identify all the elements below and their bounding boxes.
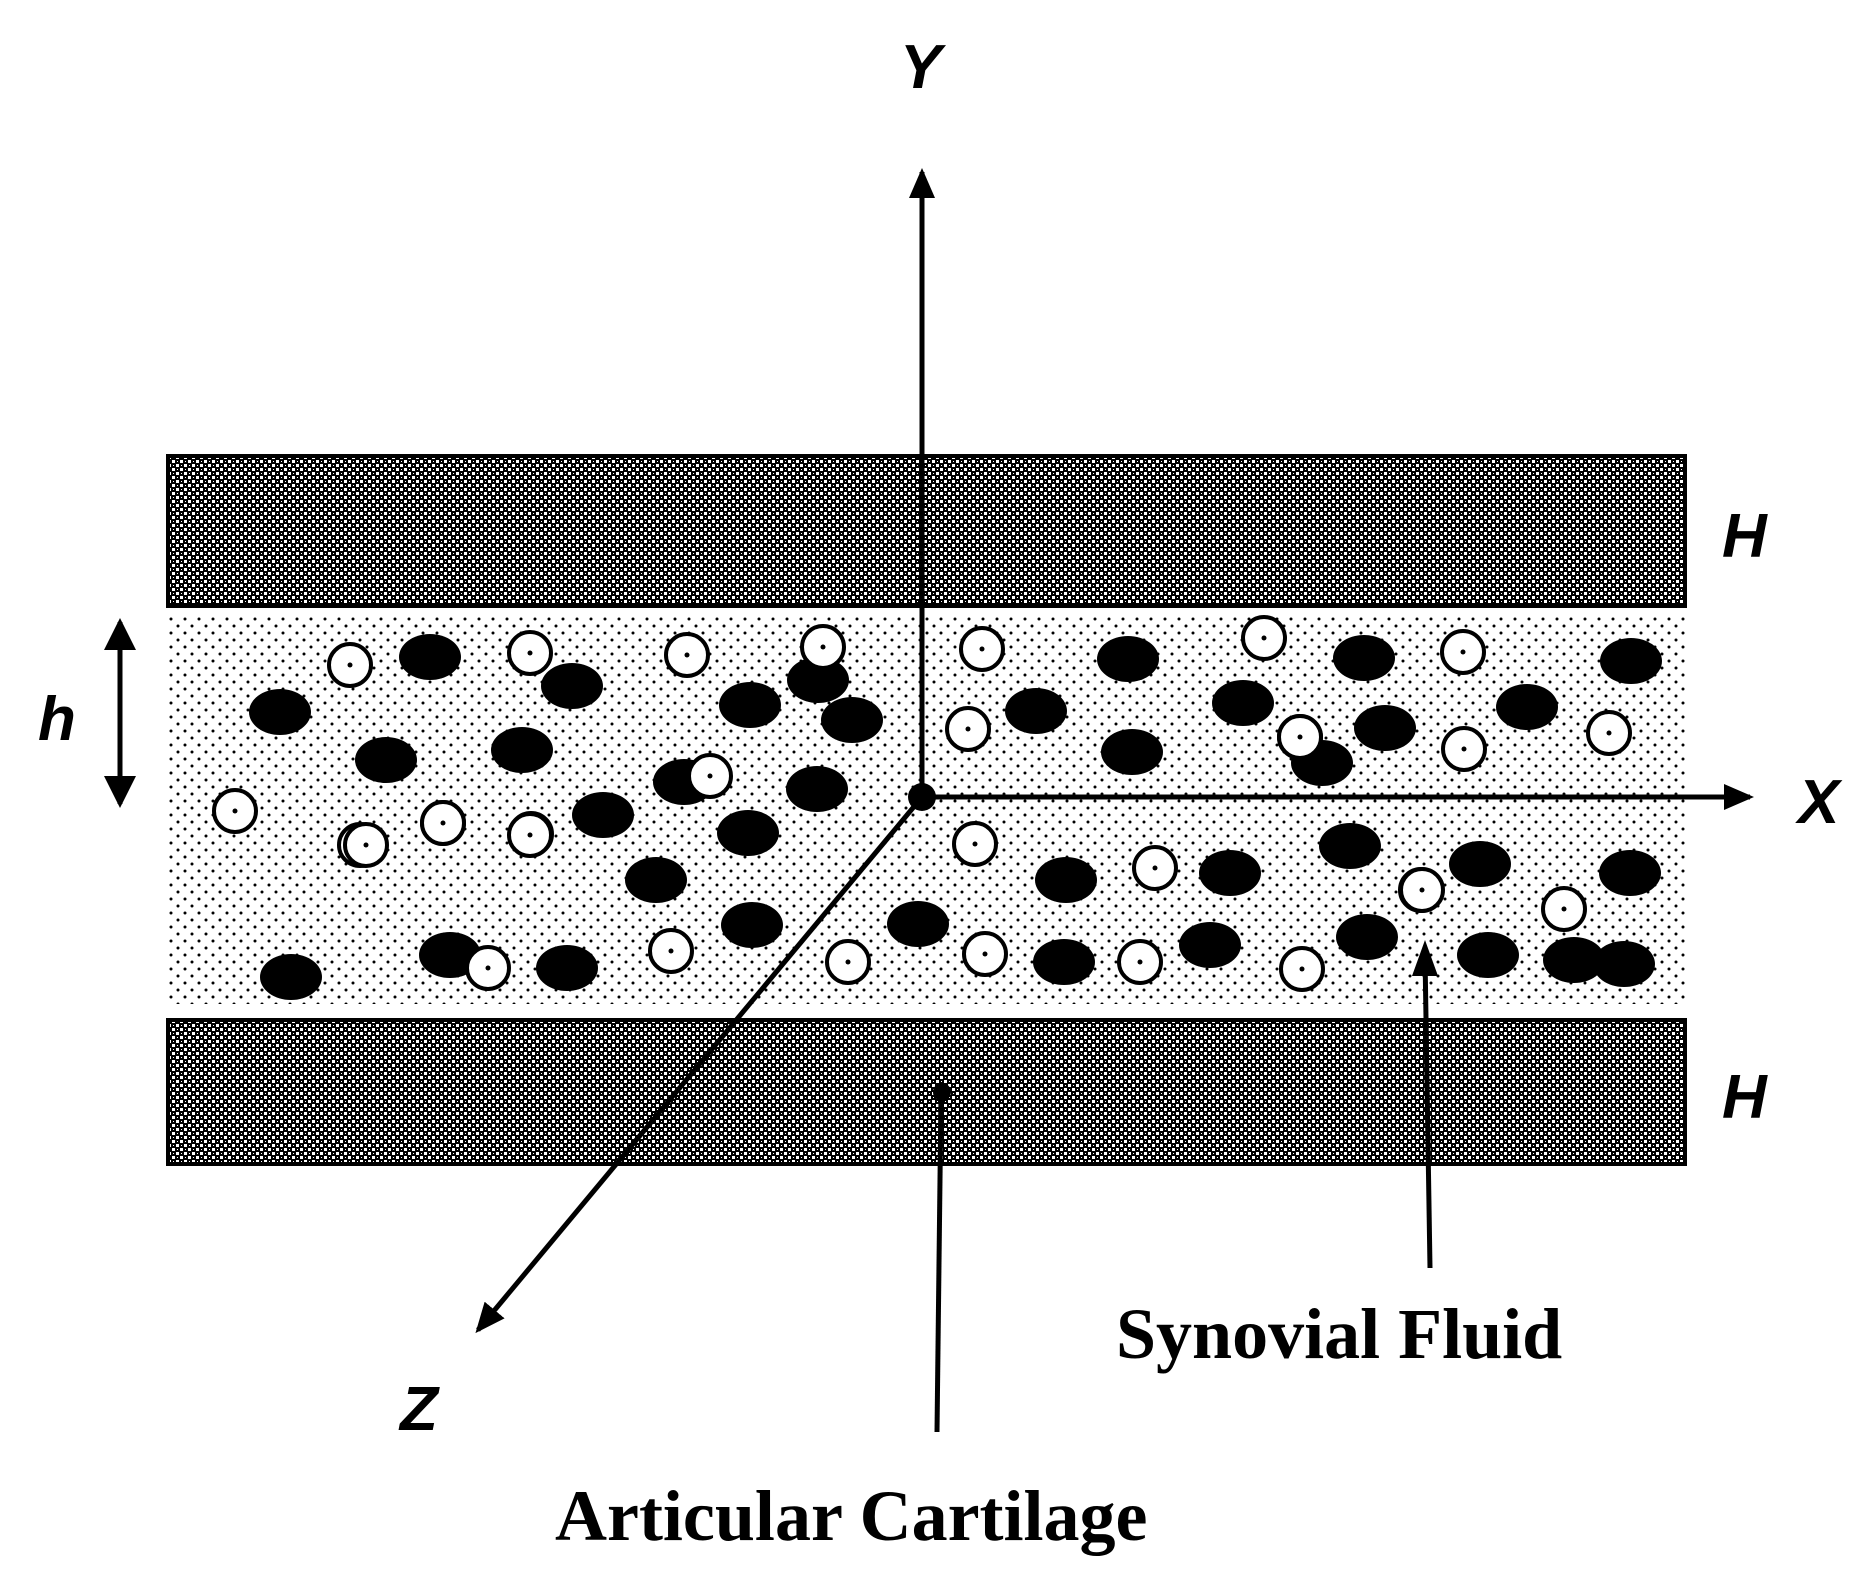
- filled-particle: [1319, 823, 1381, 869]
- filled-particle: [1457, 932, 1519, 978]
- filled-particle: [786, 766, 848, 812]
- hollow-particle-center-dot: [1419, 887, 1425, 893]
- filled-particle: [787, 657, 849, 703]
- hollow-particle-center-dot: [440, 820, 446, 826]
- bottom-cartilage-layer: [166, 1018, 1687, 1166]
- filled-particle: [1449, 841, 1511, 887]
- cartilage-pointer-dot: [933, 1083, 951, 1101]
- hollow-particle-center-dot: [527, 650, 533, 656]
- bottom-layer-label: H: [1722, 1063, 1768, 1132]
- filled-particle: [719, 682, 781, 728]
- z-axis-label: Z: [398, 1375, 440, 1444]
- hollow-particle-center-dot: [527, 832, 533, 838]
- fluid-pointer-arrow-head: [1412, 940, 1438, 976]
- hollow-particle-center-dot: [982, 951, 988, 957]
- filled-particle: [887, 901, 949, 947]
- hollow-particle-center-dot: [485, 965, 491, 971]
- filled-particle: [1033, 939, 1095, 985]
- filled-particle: [1496, 684, 1558, 730]
- filled-particle: [1179, 922, 1241, 968]
- hollow-particle-center-dot: [668, 948, 674, 954]
- hollow-particle-center-dot: [1152, 865, 1158, 871]
- hollow-particle-center-dot: [1261, 635, 1267, 641]
- filled-particle: [260, 954, 322, 1000]
- filled-particle: [249, 689, 311, 735]
- cartilage-pointer-line: [934, 1094, 944, 1433]
- origin-dot: [908, 783, 936, 811]
- particles-group: [212, 615, 1662, 1000]
- filled-particle: [572, 792, 634, 838]
- filled-particle: [1333, 635, 1395, 681]
- filled-particle: [1097, 636, 1159, 682]
- hollow-particle-center-dot: [972, 841, 978, 847]
- filled-particle: [1212, 680, 1274, 726]
- filled-particle: [491, 727, 553, 773]
- hollow-particle-center-dot: [232, 808, 238, 814]
- synovial-fluid-caption: Synovial Fluid: [1116, 1294, 1562, 1374]
- fluid-pointer-arrow: [1422, 955, 1433, 1269]
- filled-particle: [1101, 729, 1163, 775]
- hollow-particle-center-dot: [1137, 959, 1143, 965]
- filled-particle: [355, 737, 417, 783]
- hollow-particle-center-dot: [1561, 906, 1567, 912]
- articular-cartilage-caption: Articular Cartilage: [555, 1476, 1148, 1556]
- hollow-particle-center-dot: [707, 773, 713, 779]
- filled-particle: [821, 697, 883, 743]
- filled-particle: [1035, 857, 1097, 903]
- hollow-particle-center-dot: [347, 662, 353, 668]
- hollow-particle-center-dot: [1606, 730, 1612, 736]
- h-arrow-bottom-head: [104, 776, 136, 808]
- hollow-particle-center-dot: [684, 652, 690, 658]
- hollow-particle-center-dot: [845, 959, 851, 965]
- filled-particle: [1336, 914, 1398, 960]
- filled-particle: [541, 663, 603, 709]
- filled-particle: [625, 857, 687, 903]
- h-arrow-top-head: [104, 618, 136, 650]
- hollow-particle-center-dot: [979, 646, 985, 652]
- filled-particle: [1005, 688, 1067, 734]
- top-layer-label: H: [1722, 502, 1768, 571]
- z-axis-line: [475, 795, 924, 1334]
- filled-particle: [1199, 850, 1261, 896]
- hollow-particle-center-dot: [1461, 746, 1467, 752]
- filled-particle: [1599, 850, 1661, 896]
- filled-particle: [536, 945, 598, 991]
- filled-particle: [1600, 638, 1662, 684]
- hollow-particle-center-dot: [1299, 966, 1305, 972]
- top-cartilage-layer: [166, 454, 1687, 608]
- filled-particle: [1354, 705, 1416, 751]
- filled-particle: [1543, 937, 1605, 983]
- hollow-particle-center-dot: [1297, 734, 1303, 740]
- filled-particle: [721, 902, 783, 948]
- x-axis-label: X: [1795, 768, 1843, 837]
- filled-particle: [1593, 941, 1655, 987]
- filled-particle: [399, 634, 461, 680]
- hollow-particle-center-dot: [363, 842, 369, 848]
- hollow-particle-center-dot: [820, 644, 826, 650]
- gap-height-label: h: [38, 685, 76, 754]
- y-axis-label: Y: [900, 33, 947, 102]
- filled-particle: [717, 810, 779, 856]
- hollow-particle-center-dot: [1460, 649, 1466, 655]
- hollow-particle-center-dot: [965, 726, 971, 732]
